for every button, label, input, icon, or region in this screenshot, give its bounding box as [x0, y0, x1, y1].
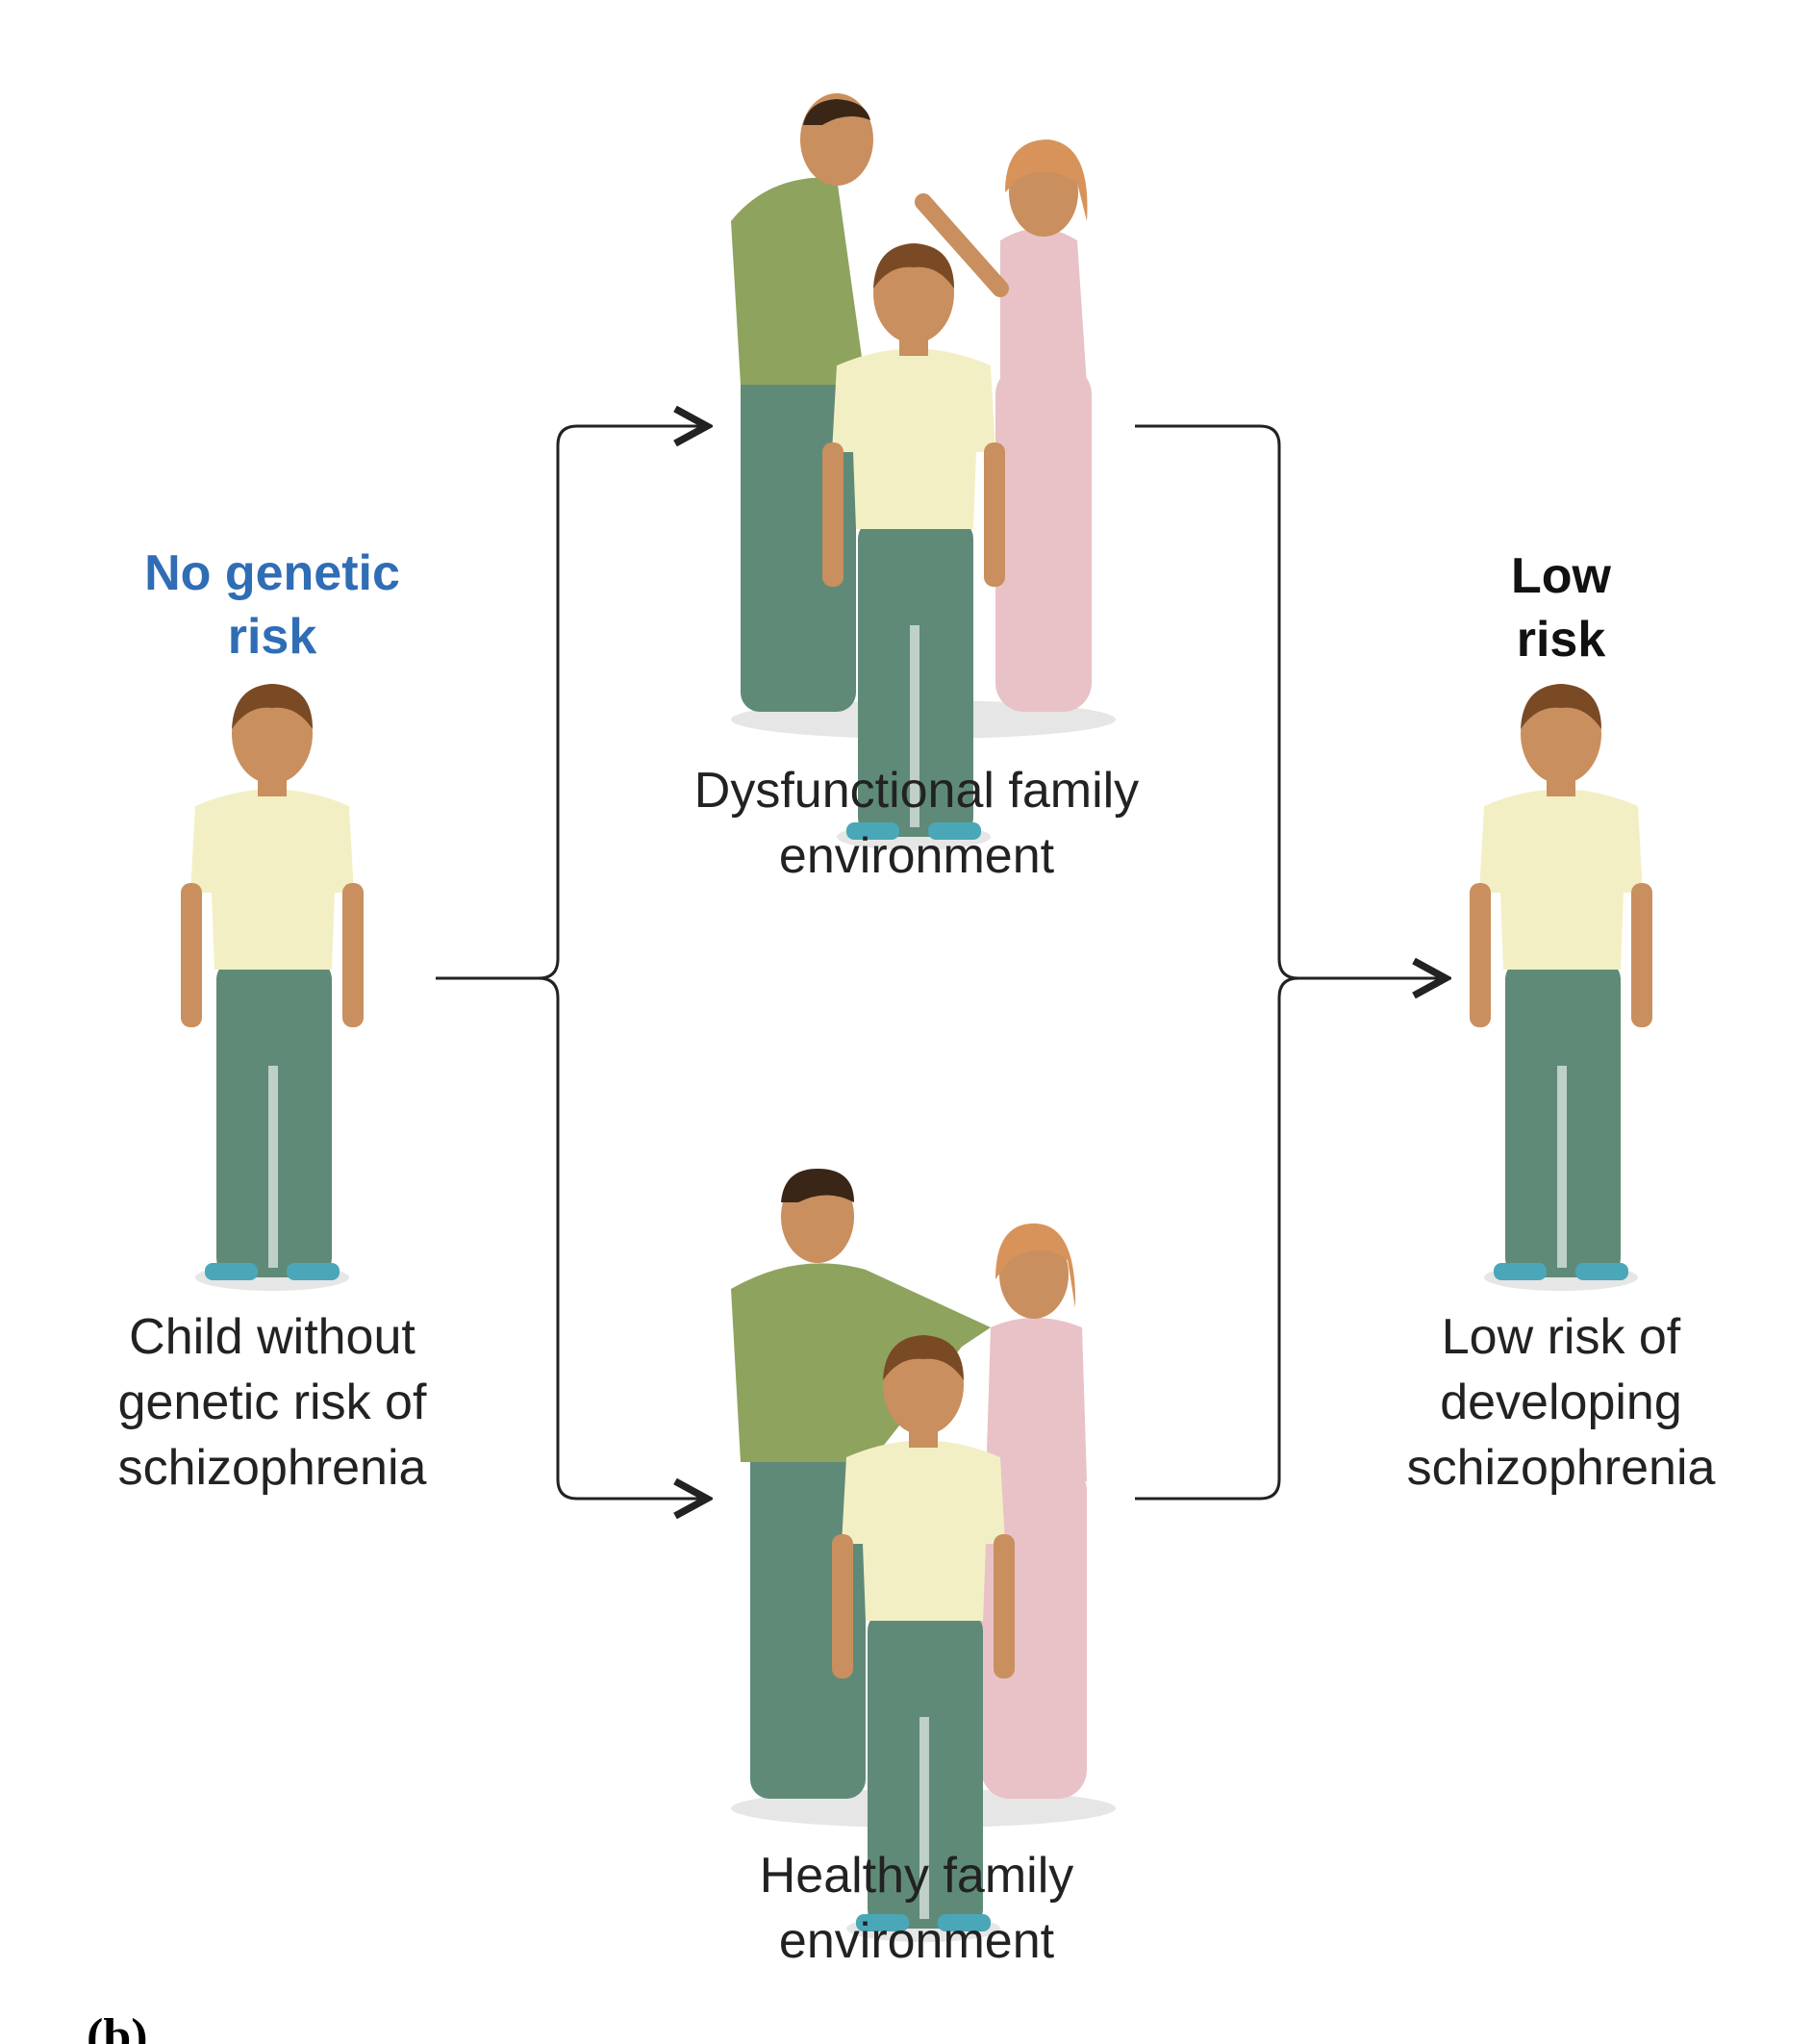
caption-line: Child without	[129, 1309, 415, 1365]
low-risk-heading: Low risk	[1369, 544, 1753, 671]
child-figure-right	[1470, 684, 1652, 1291]
caption-line: Low risk of	[1441, 1309, 1681, 1365]
panel-label: (b)	[87, 2009, 148, 2044]
healthy-caption: Healthy family environment	[628, 1843, 1205, 1974]
caption-line: schizophrenia	[117, 1440, 427, 1496]
heading-line: No genetic	[144, 545, 400, 601]
heading-line: risk	[1516, 612, 1606, 668]
right-caption: Low risk of developing schizophrenia	[1349, 1304, 1773, 1501]
dysfunctional-family-figures	[731, 93, 1116, 850]
caption-line: Healthy family	[759, 1848, 1074, 1904]
caption-line: environment	[778, 828, 1055, 884]
arrow-left-lower	[538, 976, 707, 1499]
heading-line: Low	[1511, 548, 1611, 604]
caption-line: Dysfunctional family	[693, 763, 1140, 819]
arrow-left-in	[436, 426, 707, 980]
arrow-right-lower	[1135, 976, 1299, 1501]
no-genetic-risk-heading: No genetic risk	[80, 542, 465, 669]
dysfunctional-caption: Dysfunctional family environment	[628, 758, 1205, 889]
caption-line: environment	[778, 1913, 1055, 1969]
healthy-family-figures	[731, 1169, 1116, 1942]
caption-line: genetic risk of	[117, 1375, 427, 1430]
child-figure-left	[181, 684, 364, 1291]
left-caption: Child without genetic risk of schizophre…	[61, 1304, 484, 1501]
caption-line: developing	[1440, 1375, 1682, 1430]
heading-line: risk	[227, 609, 317, 665]
caption-line: schizophrenia	[1406, 1440, 1716, 1496]
arrow-right-upper	[1135, 424, 1446, 978]
